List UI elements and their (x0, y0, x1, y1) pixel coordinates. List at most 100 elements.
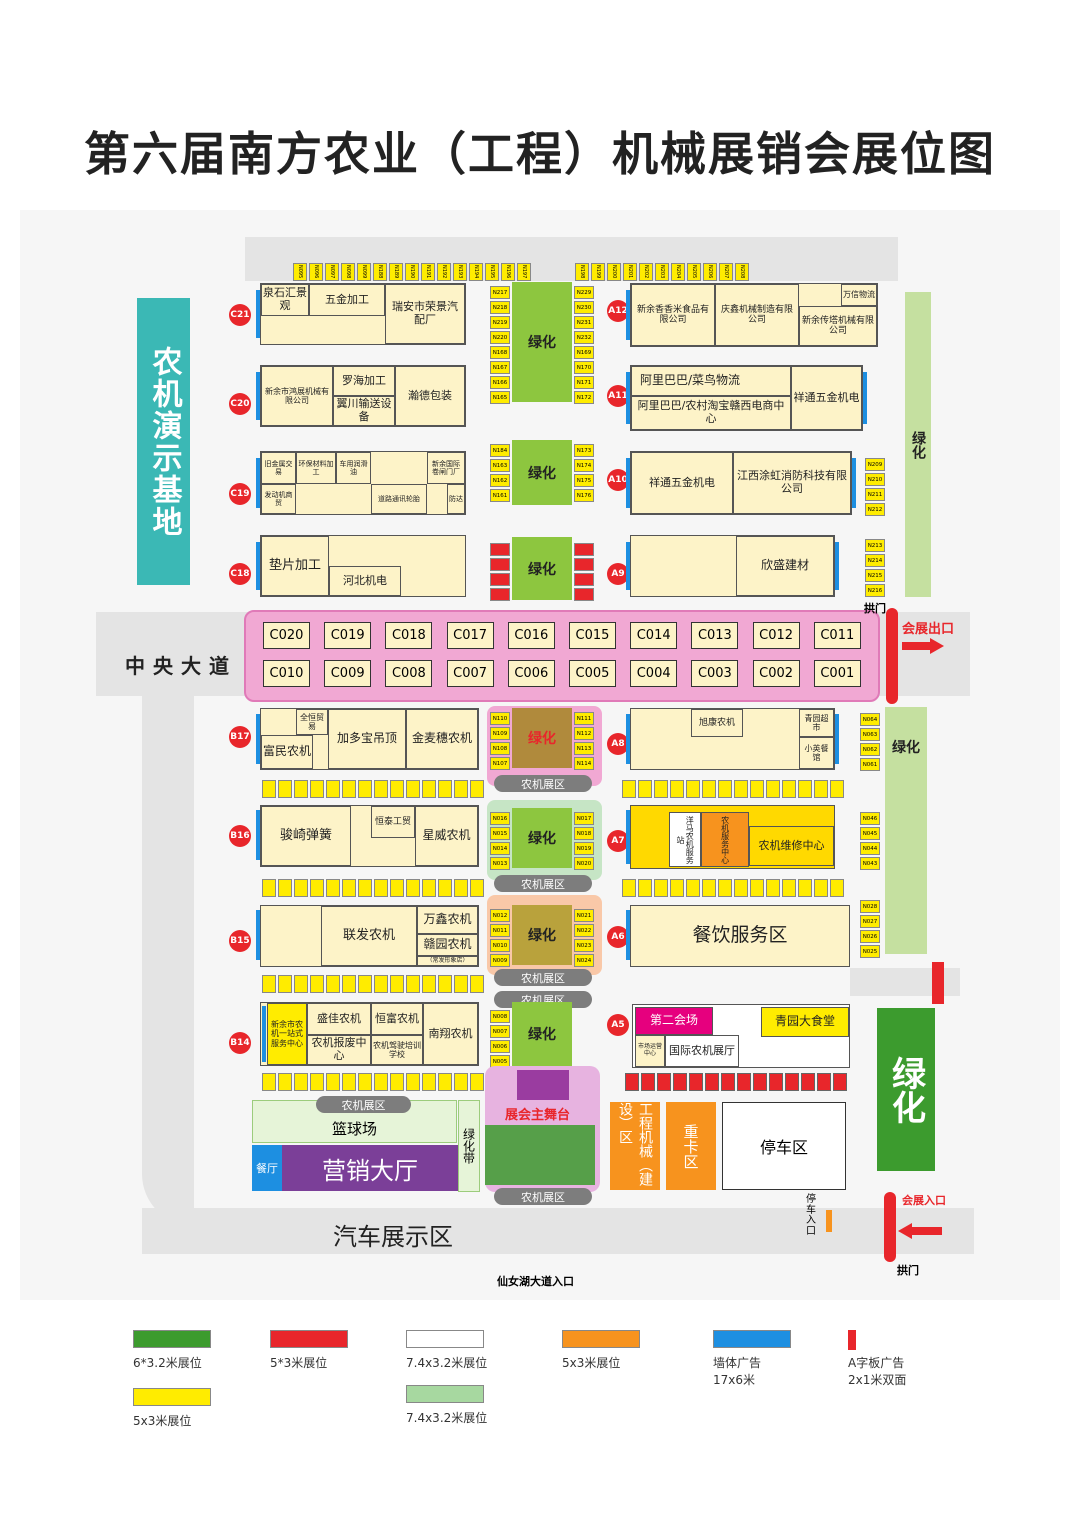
center-green-5[interactable]: 绿化 (512, 808, 572, 868)
booth[interactable]: 万鑫农机 (417, 906, 478, 934)
booth-small[interactable]: N204 (671, 263, 685, 281)
booth-small[interactable]: N201 (623, 263, 637, 281)
booth-small[interactable] (278, 975, 292, 993)
booth[interactable]: 青园大食堂 (761, 1007, 849, 1037)
booth-small[interactable] (782, 780, 796, 798)
booth-small[interactable] (374, 780, 388, 798)
booth-small[interactable] (422, 1073, 436, 1091)
booth-small[interactable] (262, 879, 276, 897)
booth-small[interactable] (342, 1073, 356, 1091)
central-booth[interactable]: C002 (752, 660, 800, 687)
block-a11[interactable]: 阿里巴巴/菜鸟物流 阿里巴巴/农村淘宝赣西电商中心 祥通五金机电 (630, 365, 863, 431)
booth-small[interactable]: N206 (703, 263, 717, 281)
booth[interactable]: 洋马农机服务站 (669, 812, 701, 867)
booth[interactable]: 祥通五金机电 (631, 452, 733, 514)
booth[interactable]: 泉石汇景观 (261, 284, 309, 316)
booth-small[interactable] (689, 1073, 703, 1091)
block-a10[interactable]: 祥通五金机电 江西涂虹消防科技有限公司 (630, 451, 852, 515)
booth-small[interactable]: N167 (490, 361, 510, 374)
booth-small[interactable] (262, 975, 276, 993)
booth-small[interactable] (470, 975, 484, 993)
booth-small[interactable] (294, 975, 308, 993)
booth-small[interactable] (833, 1073, 847, 1091)
booth-small[interactable] (454, 975, 468, 993)
engineering-area[interactable]: 工程机械（建设）区 (610, 1102, 660, 1190)
booth-small[interactable]: N189 (389, 263, 403, 281)
booth-small[interactable]: N098 (341, 263, 355, 281)
booth[interactable]: 恒富农机 (371, 1003, 423, 1035)
booth-small[interactable] (326, 975, 340, 993)
booth-small[interactable] (705, 1073, 719, 1091)
block-b17[interactable]: 全恒贸易 富民农机 加多宝吊顶 金麦穗农机 (260, 708, 479, 770)
booth-small[interactable]: N171 (574, 376, 594, 389)
stage-label[interactable]: 展会主舞台 (505, 1108, 571, 1123)
booth-small[interactable] (294, 879, 308, 897)
central-booth[interactable]: C017 (446, 622, 494, 649)
booth-small[interactable] (814, 879, 828, 897)
booth-small[interactable]: N195 (485, 263, 499, 281)
booth[interactable]: 江西涂虹消防科技有限公司 (733, 452, 851, 514)
booth[interactable]: 新余市鸿展机械有限公司 (261, 366, 333, 426)
booth-small[interactable]: N191 (421, 263, 435, 281)
booth[interactable]: 车用润滑油 (336, 452, 371, 484)
booth-small[interactable] (670, 780, 684, 798)
booth[interactable]: 南翔农机 (423, 1003, 478, 1065)
booth[interactable]: 道路通讯轮胎 (371, 484, 427, 514)
booth-small[interactable] (625, 1073, 639, 1091)
booth-small[interactable]: N208 (735, 263, 749, 281)
booth-small[interactable] (721, 1073, 735, 1091)
booth-small[interactable] (422, 975, 436, 993)
booth[interactable]: 金麦穗农机 (406, 709, 478, 769)
central-booth[interactable]: C008 (385, 660, 433, 687)
booth-small[interactable] (718, 879, 732, 897)
booth-small[interactable] (766, 879, 780, 897)
booth-small[interactable]: N166 (490, 376, 510, 389)
booth-small[interactable] (278, 879, 292, 897)
booth-small[interactable]: N169 (574, 346, 594, 359)
booth-small[interactable] (830, 879, 844, 897)
booth[interactable]: 农机维修中心 (749, 826, 834, 866)
booth-small[interactable]: N205 (687, 263, 701, 281)
booth-small[interactable] (830, 780, 844, 798)
central-booth[interactable]: C014 (630, 622, 678, 649)
booth[interactable]: 农机报废中心 (307, 1035, 371, 1065)
block-b14[interactable]: 新余市农机一站式服务中心 盛佳农机 恒富农机 农机报废中心 农机驾驶培训学校 南… (260, 1002, 479, 1066)
booth-small[interactable] (438, 1073, 452, 1091)
parking-area[interactable]: 停车区 (722, 1102, 846, 1190)
booth-small[interactable]: N199 (591, 263, 605, 281)
booth[interactable]: 盛佳农机 (307, 1003, 371, 1035)
block-a6[interactable]: 餐饮服务区 (630, 905, 850, 967)
booth[interactable]: 防达 (447, 484, 465, 514)
central-booth[interactable]: C004 (630, 660, 678, 687)
booth[interactable]: 小英餐馆 (799, 737, 834, 769)
center-green-3[interactable]: 绿化 (512, 537, 572, 600)
booth-small[interactable] (310, 1073, 324, 1091)
booth-small[interactable] (622, 879, 636, 897)
booth-small[interactable] (278, 780, 292, 798)
booth-small[interactable]: N096 (309, 263, 323, 281)
booth-small[interactable] (785, 1073, 799, 1091)
booth-small[interactable]: N168 (490, 346, 510, 359)
booth-small[interactable] (326, 780, 340, 798)
block-b15[interactable]: 联发农机 万鑫农机 赣园农机 （常发形象店） (260, 905, 479, 967)
booth-small[interactable]: N232 (574, 331, 594, 344)
booth[interactable]: 翼川输送设备 (333, 396, 395, 426)
booth-small[interactable] (358, 780, 372, 798)
booth-small[interactable] (750, 780, 764, 798)
central-booth[interactable]: C013 (691, 622, 739, 649)
booth[interactable]: 发动机商贸 (261, 484, 296, 514)
booth[interactable]: 垫片加工 (261, 536, 329, 596)
central-booth[interactable]: C016 (507, 622, 555, 649)
booth[interactable]: 赣园农机 (417, 934, 478, 956)
booth-small[interactable] (702, 879, 716, 897)
booth-small[interactable] (654, 879, 668, 897)
booth-small[interactable]: N217 (490, 286, 510, 299)
booth[interactable]: 国际农机展厅 (665, 1035, 739, 1067)
booth-small[interactable] (422, 879, 436, 897)
booth-small[interactable] (406, 975, 420, 993)
booth[interactable]: 新余国际卷闸门厂 (427, 452, 465, 484)
booth[interactable]: 罗海加工 (333, 366, 395, 396)
booth-small[interactable] (390, 780, 404, 798)
central-booth[interactable]: C019 (324, 622, 372, 649)
booth-small[interactable]: N170 (574, 361, 594, 374)
